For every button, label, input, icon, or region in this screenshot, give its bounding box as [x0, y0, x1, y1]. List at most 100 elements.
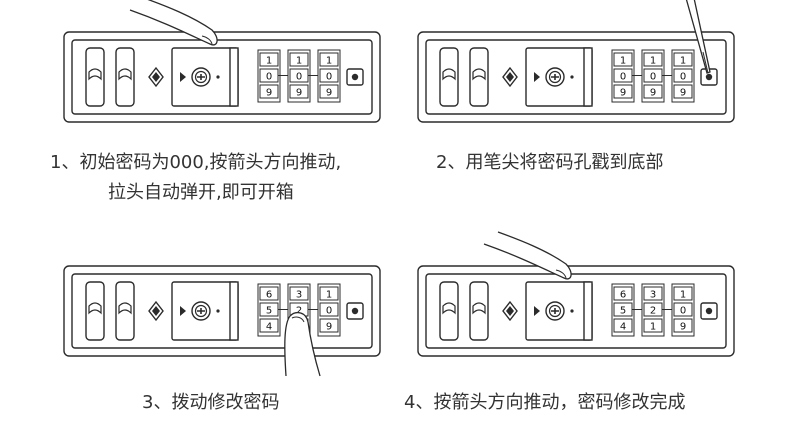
- wheel-digit: 1: [680, 290, 686, 301]
- wheel-digit-box: [613, 286, 633, 301]
- push-arrow-icon: [180, 306, 186, 316]
- wheel-digit-box: [289, 52, 309, 67]
- wheel-digit-box: [643, 286, 663, 301]
- combination-wheel-2: 109: [641, 49, 665, 103]
- wheel-digit: 0: [326, 72, 332, 83]
- wheel-digit: 3: [650, 290, 656, 301]
- zipper-hook-2: [472, 302, 486, 315]
- step-3-caption: 3、拨动修改密码: [142, 392, 280, 413]
- diamond-emblem-inner: [506, 72, 514, 82]
- pushing-finger-icon: [129, 0, 218, 46]
- lock-illustration-1: 1 0 9 1 0 9 1 0 9: [63, 0, 381, 123]
- wheel-digit: 1: [326, 290, 332, 301]
- zipper-hook-1: [442, 68, 456, 81]
- push-arrow-icon: [180, 72, 186, 82]
- wheel-digit-box: [613, 52, 633, 67]
- wheel-digit-box: [319, 318, 339, 333]
- zipper-slot-1: [439, 281, 459, 341]
- indicator-dot: [216, 75, 220, 79]
- step-1-caption-line-2: 拉头自动弹开,即可开箱: [108, 182, 294, 203]
- zipper-hook-1: [88, 68, 102, 81]
- wheel-digit-box: [289, 286, 309, 301]
- combination-wheel-2: 1 0 9: [287, 49, 311, 103]
- combination-wheel-3: 1 0 9: [317, 283, 341, 337]
- wheel-digit-box: [319, 302, 339, 317]
- wheel-digit-box: [643, 52, 663, 67]
- zipper-slot-1: [85, 47, 105, 107]
- lock-panel-step-3: 654 3 2 11 0 9: [63, 265, 381, 377]
- wheel-digit: 1: [326, 56, 332, 67]
- keyhole-slot: [197, 74, 205, 80]
- wheel-digit: 4: [266, 322, 272, 333]
- combination-wheel-3: 1 0 9: [317, 49, 341, 103]
- keyhole-slot: [197, 308, 205, 314]
- wheel-digit: 1: [620, 56, 626, 67]
- combination-wheel-2: 3 2 1: [641, 283, 665, 337]
- wheel-digit: 9: [296, 88, 302, 99]
- wheel-digit-box: [319, 68, 339, 83]
- zipper-slot-1: [439, 47, 459, 107]
- wheel-digit-box: [673, 84, 693, 99]
- wheel-digit: 2: [650, 306, 656, 317]
- wheel-digit: 4: [620, 322, 626, 333]
- zipper-hook-1: [442, 302, 456, 315]
- zipper-hook-2: [118, 302, 132, 315]
- step-2-caption: 2、用笔尖将密码孔戳到底部: [436, 152, 664, 173]
- wheel-digit-box: [673, 52, 693, 67]
- wheel-digit: 0: [650, 72, 656, 83]
- zipper-hook-2: [472, 68, 486, 81]
- combination-wheel-1: 654: [257, 283, 281, 337]
- reset-hole-icon: [351, 73, 359, 81]
- keyhole-slot: [551, 74, 559, 80]
- wheel-digit: 1: [266, 56, 272, 67]
- wheel-digit: 1: [650, 322, 656, 333]
- wheel-digit: 9: [680, 322, 686, 333]
- diamond-emblem-inner: [152, 72, 160, 82]
- combination-wheel-1: 109: [611, 49, 635, 103]
- zipper-hook-1: [88, 302, 102, 315]
- wheel-digit: 9: [326, 322, 332, 333]
- step-4-caption: 4、按箭头方向推动，密码修改完成: [404, 392, 686, 413]
- diamond-emblem-inner: [152, 306, 160, 316]
- wheel-digit: 9: [620, 88, 626, 99]
- wheel-digit-box: [613, 84, 633, 99]
- wheel-digit: 3: [296, 290, 302, 301]
- combination-wheel-1: 1 0 9: [257, 49, 281, 103]
- push-arrow-icon: [534, 72, 540, 82]
- wheel-digit-box: [673, 302, 693, 317]
- zipper-slot-2: [469, 281, 489, 341]
- wheel-digit-box: [259, 318, 279, 333]
- wheel-digit-box: [319, 286, 339, 301]
- wheel-digit-box: [613, 318, 633, 333]
- wheel-digit: 5: [266, 306, 272, 317]
- wheel-digit: 0: [296, 72, 302, 83]
- push-arrow-icon: [534, 306, 540, 316]
- combination-wheel-3: 109: [671, 49, 695, 103]
- push-button-edge: [583, 47, 593, 107]
- wheel-digit: 9: [326, 88, 332, 99]
- wheel-digit: 9: [266, 88, 272, 99]
- wheel-digit: 1: [296, 56, 302, 67]
- reset-hole-icon: [705, 73, 713, 81]
- step-1-caption-line-1: 1、初始密码为000,按箭头方向推动,: [50, 152, 342, 173]
- wheel-digit-box: [673, 286, 693, 301]
- wheel-digit: 1: [680, 56, 686, 67]
- wheel-digit: 0: [266, 72, 272, 83]
- indicator-dot: [570, 309, 574, 313]
- wheel-digit: 9: [680, 88, 686, 99]
- diamond-emblem-inner: [506, 306, 514, 316]
- indicator-dot: [216, 309, 220, 313]
- wheel-digit: 2: [296, 306, 302, 317]
- wheel-digit-box: [319, 52, 339, 67]
- wheel-digit-box: [319, 84, 339, 99]
- wheel-digit: 1: [650, 56, 656, 67]
- wheel-digit: 0: [326, 306, 332, 317]
- lock-panel-step-1: 1 0 9 1 0 9 1 0 9: [63, 0, 381, 123]
- zipper-hook-2: [118, 68, 132, 81]
- wheel-digit-box: [643, 318, 663, 333]
- wheel-digit-box: [673, 318, 693, 333]
